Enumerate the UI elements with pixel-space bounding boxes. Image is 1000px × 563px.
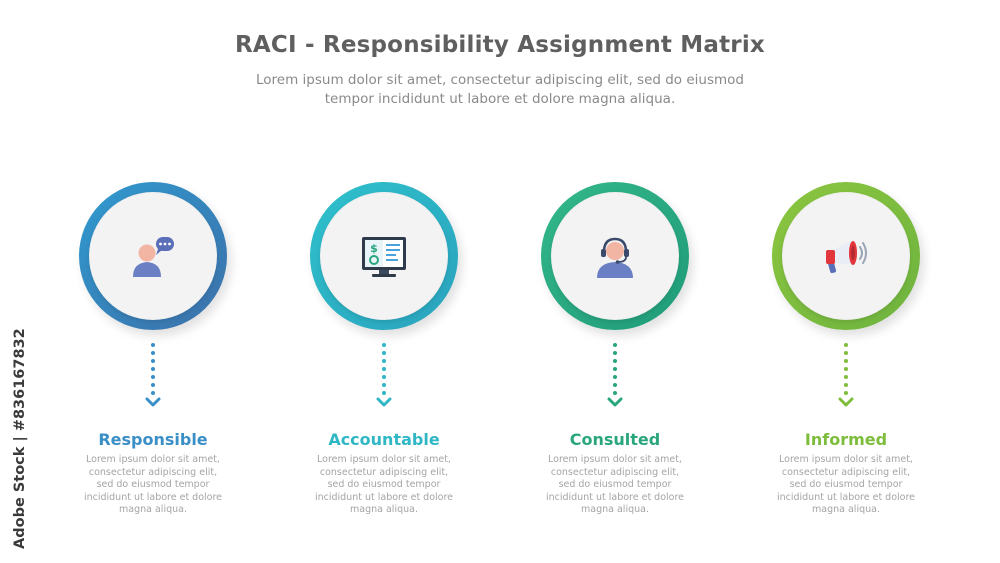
step-accountable: $ Accountable Lorem ipsum dolor sit amet… [269,182,499,522]
stock-watermark: Adobe Stock | #836167832 [12,328,28,549]
description-line: sed do eiusmod tempor [789,479,903,490]
down-arrow-icon [145,343,161,407]
step-consulted: Consulted Lorem ipsum dolor sit amet, co… [500,182,730,522]
description-line: magna aliqua. [119,504,187,515]
step-ring-inner: $ [320,192,448,320]
monitor-finance-icon: $ [362,237,406,277]
description-line: Lorem ipsum dolor sit amet, [317,454,451,465]
subtitle-line: tempor incididunt ut labore et dolore ma… [324,91,676,107]
step-informed: Informed Lorem ipsum dolor sit amet, con… [731,182,961,522]
description-line: sed do eiusmod tempor [558,479,672,490]
step-ring-inner [782,192,910,320]
description-line: Lorem ipsum dolor sit amet, [779,454,913,465]
description-line: sed do eiusmod tempor [96,479,210,490]
page-title: RACI - Responsibility Assignment Matrix [235,32,765,58]
description-line: incididunt ut labore et dolore [776,491,916,503]
person-chat-icon [133,237,174,277]
down-arrow-icon [838,343,854,407]
step-description: Lorem ipsum dolor sit amet, consectetur … [279,454,489,517]
step-description: Lorem ipsum dolor sit amet, consectetur … [48,454,258,517]
step-ring [772,182,920,330]
description-line: consectetur adipiscing elit, [88,466,218,478]
description-line: incididunt ut labore et dolore [545,491,685,503]
down-arrow-icon [607,343,623,407]
description-line: consectetur adipiscing elit, [781,466,911,478]
svg-text:$: $ [370,242,378,255]
step-ring [79,182,227,330]
description-line: incididunt ut labore et dolore [314,491,454,503]
description-line: magna aliqua. [350,504,418,515]
description-line: consectetur adipiscing elit, [550,466,680,478]
step-label: Consulted [569,430,661,449]
step-ring: $ [310,182,458,330]
description-line: Lorem ipsum dolor sit amet, [548,454,682,465]
description-line: sed do eiusmod tempor [327,479,441,490]
step-ring-inner [89,192,217,320]
headset-person-icon [597,237,633,278]
subtitle-line: Lorem ipsum dolor sit amet, consectetur … [255,72,744,88]
step-label: Informed [804,430,888,449]
description-line: Lorem ipsum dolor sit amet, [86,454,220,465]
description-line: consectetur adipiscing elit, [319,466,449,478]
description-line: incididunt ut labore et dolore [83,491,223,503]
down-arrow-icon [376,343,392,407]
step-ring-inner [551,192,679,320]
step-description: Lorem ipsum dolor sit amet, consectetur … [510,454,720,517]
step-label: Accountable [328,430,440,449]
megaphone-icon [826,241,867,274]
step-description: Lorem ipsum dolor sit amet, consectetur … [741,454,951,517]
step-responsible: Responsible Lorem ipsum dolor sit amet, … [38,182,268,522]
step-label: Responsible [98,430,208,449]
step-ring [541,182,689,330]
description-line: magna aliqua. [812,504,880,515]
page-subtitle: Lorem ipsum dolor sit amet, consectetur … [200,71,800,109]
description-line: magna aliqua. [581,504,649,515]
